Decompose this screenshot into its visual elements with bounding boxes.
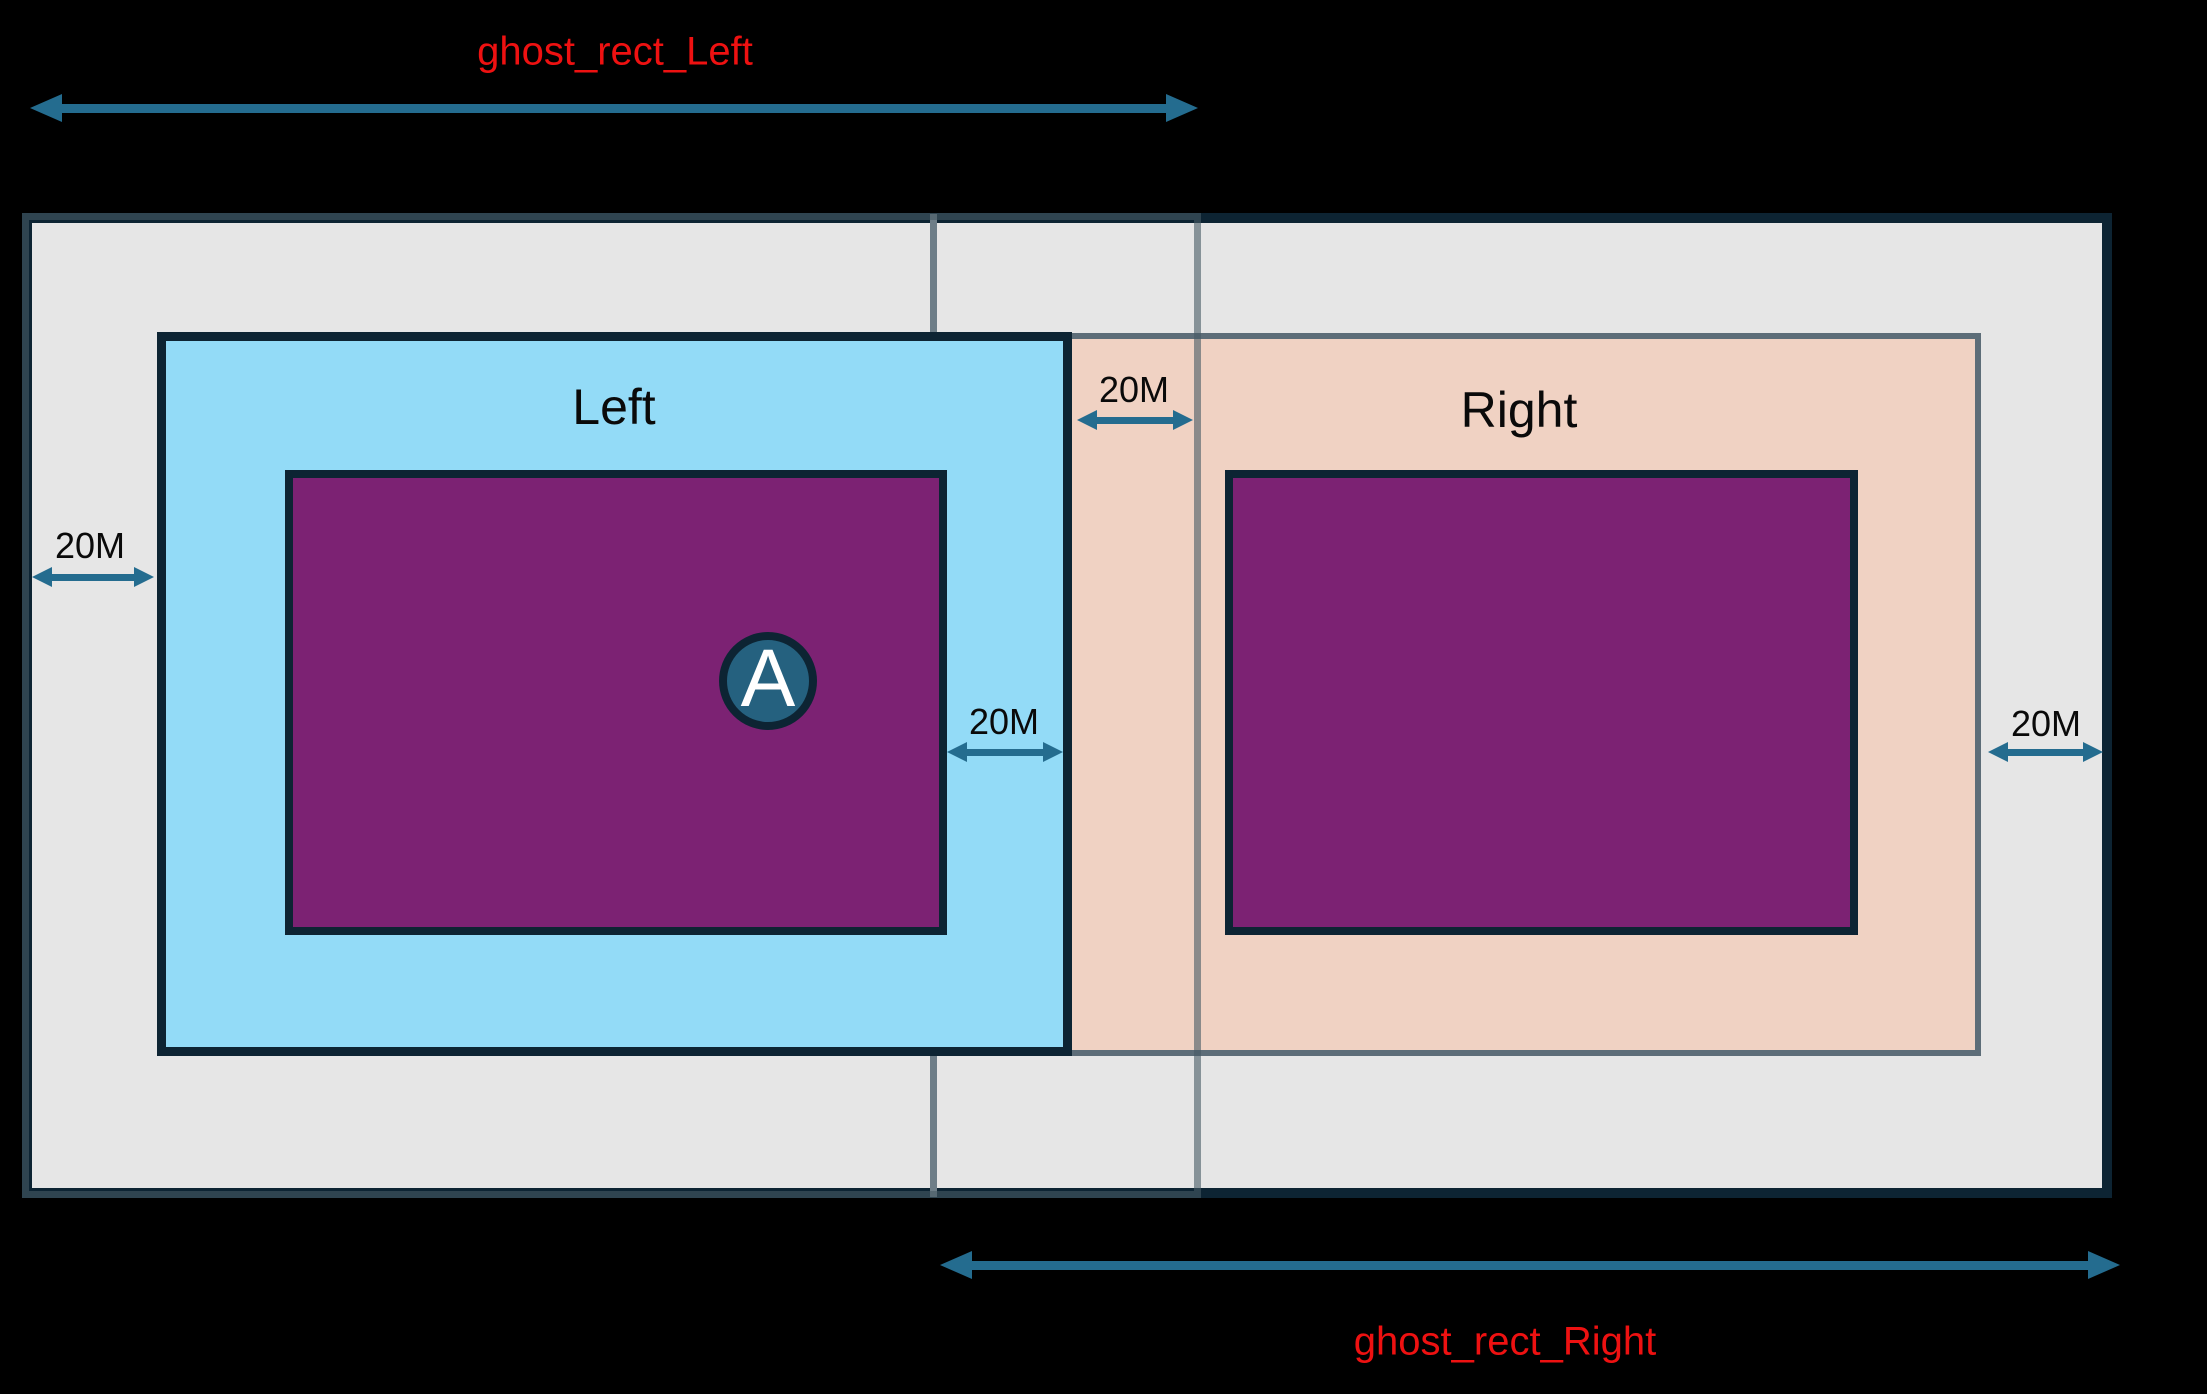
- ghost-rect-left-label: ghost_rect_Left: [477, 29, 753, 74]
- inner-left-gap-label: 20M: [968, 701, 1040, 742]
- arrowhead-right-icon: [134, 567, 154, 587]
- arrowhead-right-icon: [1166, 94, 1198, 122]
- arrowhead-left-icon: [32, 567, 52, 587]
- arrow-shaft: [967, 748, 1043, 756]
- left-inner-rect: [285, 470, 947, 935]
- arrow-shaft: [62, 103, 1166, 113]
- arrow-shaft: [2008, 748, 2083, 756]
- outer-left-gap-arrow: [32, 567, 154, 587]
- ghost-rect-right-span-arrow: [940, 1251, 2120, 1279]
- arrowhead-left-icon: [947, 742, 967, 762]
- outer-right-gap-label: 20M: [2010, 703, 2082, 744]
- arrow-shaft: [1097, 416, 1173, 424]
- arrowhead-left-icon: [940, 1251, 972, 1279]
- arrow-shaft: [972, 1260, 2088, 1270]
- outer-right-gap-arrow: [1988, 742, 2103, 762]
- arrowhead-right-icon: [1173, 410, 1193, 430]
- arrowhead-right-icon: [2088, 1251, 2120, 1279]
- right-inner-rect: [1225, 470, 1858, 935]
- left-rect-label: Left: [572, 379, 656, 435]
- middle-gap-arrow: [1077, 410, 1193, 430]
- inner-left-gap-arrow: [947, 742, 1063, 762]
- arrowhead-left-icon: [30, 94, 62, 122]
- arrowhead-right-icon: [1043, 742, 1063, 762]
- ghost-rect-right-label: ghost_rect_Right: [1353, 1319, 1657, 1364]
- anchor-badge: A: [719, 632, 817, 730]
- arrow-shaft: [52, 573, 134, 581]
- ghost-rect-left-outline: [22, 213, 1201, 1198]
- arrowhead-left-icon: [1077, 410, 1097, 430]
- anchor-label: A: [740, 633, 796, 724]
- right-rect-label: Right: [1460, 382, 1578, 438]
- ghost-rect-left-span-arrow: [30, 94, 1198, 122]
- arrowhead-left-icon: [1988, 742, 2008, 762]
- middle-gap-label: 20M: [1098, 369, 1170, 410]
- arrowhead-right-icon: [2083, 742, 2103, 762]
- outer-left-gap-label: 20M: [54, 525, 126, 566]
